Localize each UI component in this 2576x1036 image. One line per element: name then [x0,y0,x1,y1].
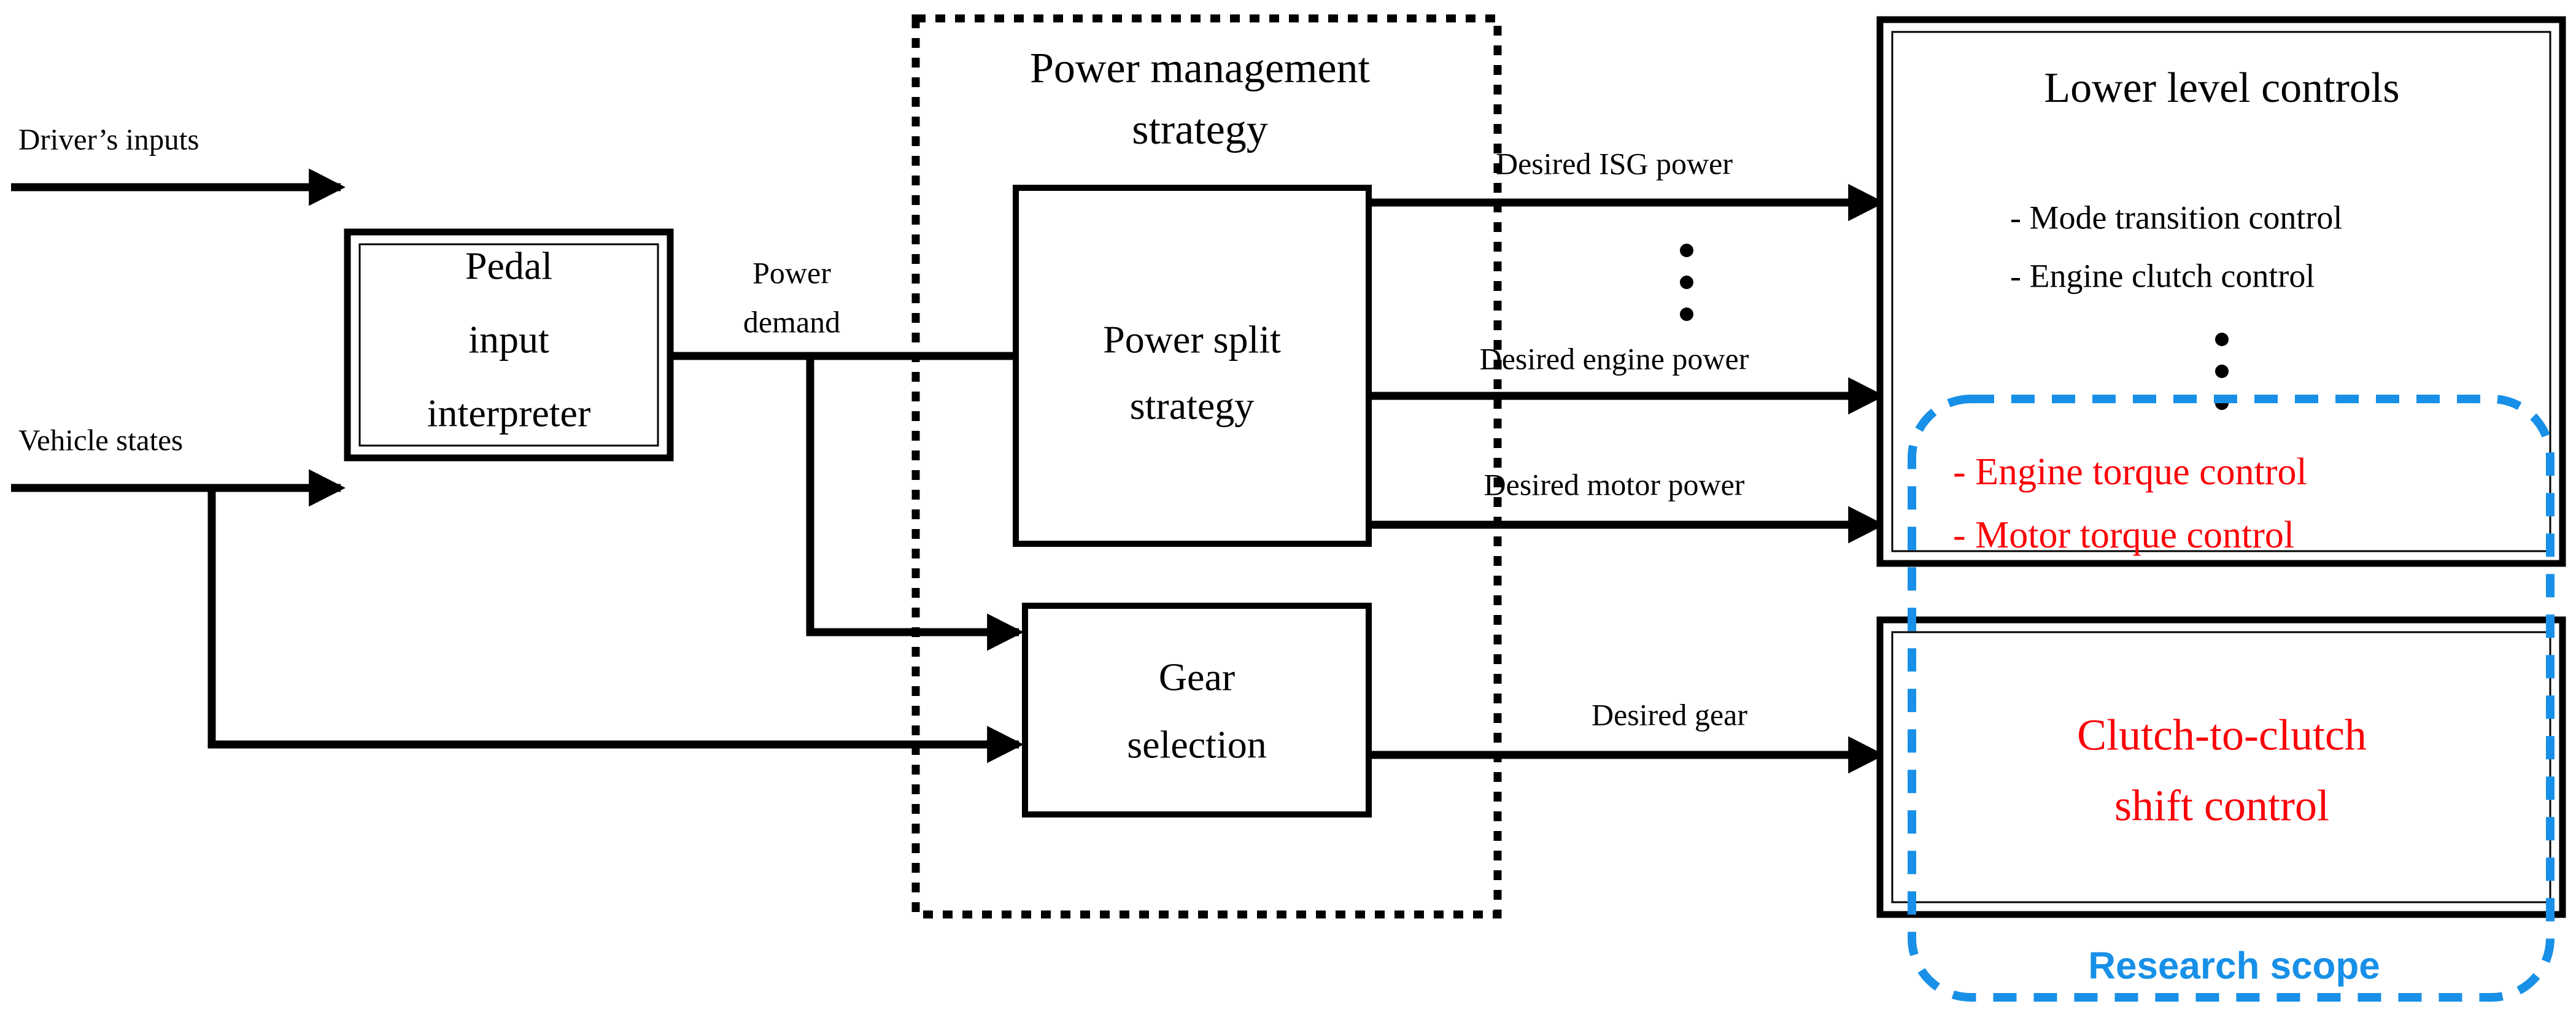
pedal-interpreter-line1: Pedal [465,244,552,288]
gear-selection-line2: selection [1127,723,1266,767]
lower-level-item-engine-clutch: - Engine clutch control [2010,257,2315,294]
gear-selection-line1: Gear [1159,655,1235,699]
lower-level-controls-block[interactable]: Lower level controls - Mode transition c… [1876,16,2566,567]
flow-vehicle-states-to-gear [207,488,1024,763]
power-split-strategy-block[interactable]: Power split strategy [1013,185,1372,547]
shift-control-line1: Clutch-to-clutch [2077,711,2367,760]
lower-level-item-mode-transition: - Mode transition control [2010,199,2342,236]
signal-ellipsis-icon [1680,244,1693,321]
signal-label-power-demand-line2: demand [743,304,840,339]
signal-label-desired-isg-power: Desired ISG power [1496,146,1733,180]
lower-level-controls-title: Lower level controls [2044,64,2399,112]
signal-label-desired-motor-power: Desired motor power [1484,467,1745,501]
power-split-line1: Power split [1103,318,1281,361]
pedal-input-interpreter-block[interactable]: Pedal input interpreter [344,228,674,462]
pedal-interpreter-line2: input [468,318,549,361]
power-split-line2: strategy [1130,384,1255,428]
signal-label-power-demand-line1: Power [752,255,831,290]
power-management-region [911,14,1502,919]
gear-selection-block[interactable]: Gear selection [1022,603,1372,818]
research-scope-label: Research scope [2088,945,2380,987]
shift-control-line2: shift control [2114,781,2329,830]
power-management-title-line1: Power management [1030,45,1371,92]
flow-power-demand-to-gear [806,356,1024,651]
signal-label-desired-engine-power: Desired engine power [1480,341,1749,376]
clutch-to-clutch-shift-control-block[interactable]: Clutch-to-clutch shift control [1876,616,2566,918]
research-scope-region [1908,395,2555,1002]
signal-label-desired-gear: Desired gear [1592,697,1747,732]
lower-level-item-motor-torque: - Motor torque control [1953,514,2294,556]
input-label-vehicle-states: Vehicle states [18,423,183,457]
input-label-drivers-inputs: Driver’s inputs [18,122,199,156]
power-management-title-line2: strategy [1132,106,1268,153]
pedal-interpreter-line3: interpreter [427,392,591,435]
lower-level-item-engine-torque: - Engine torque control [1953,451,2307,493]
